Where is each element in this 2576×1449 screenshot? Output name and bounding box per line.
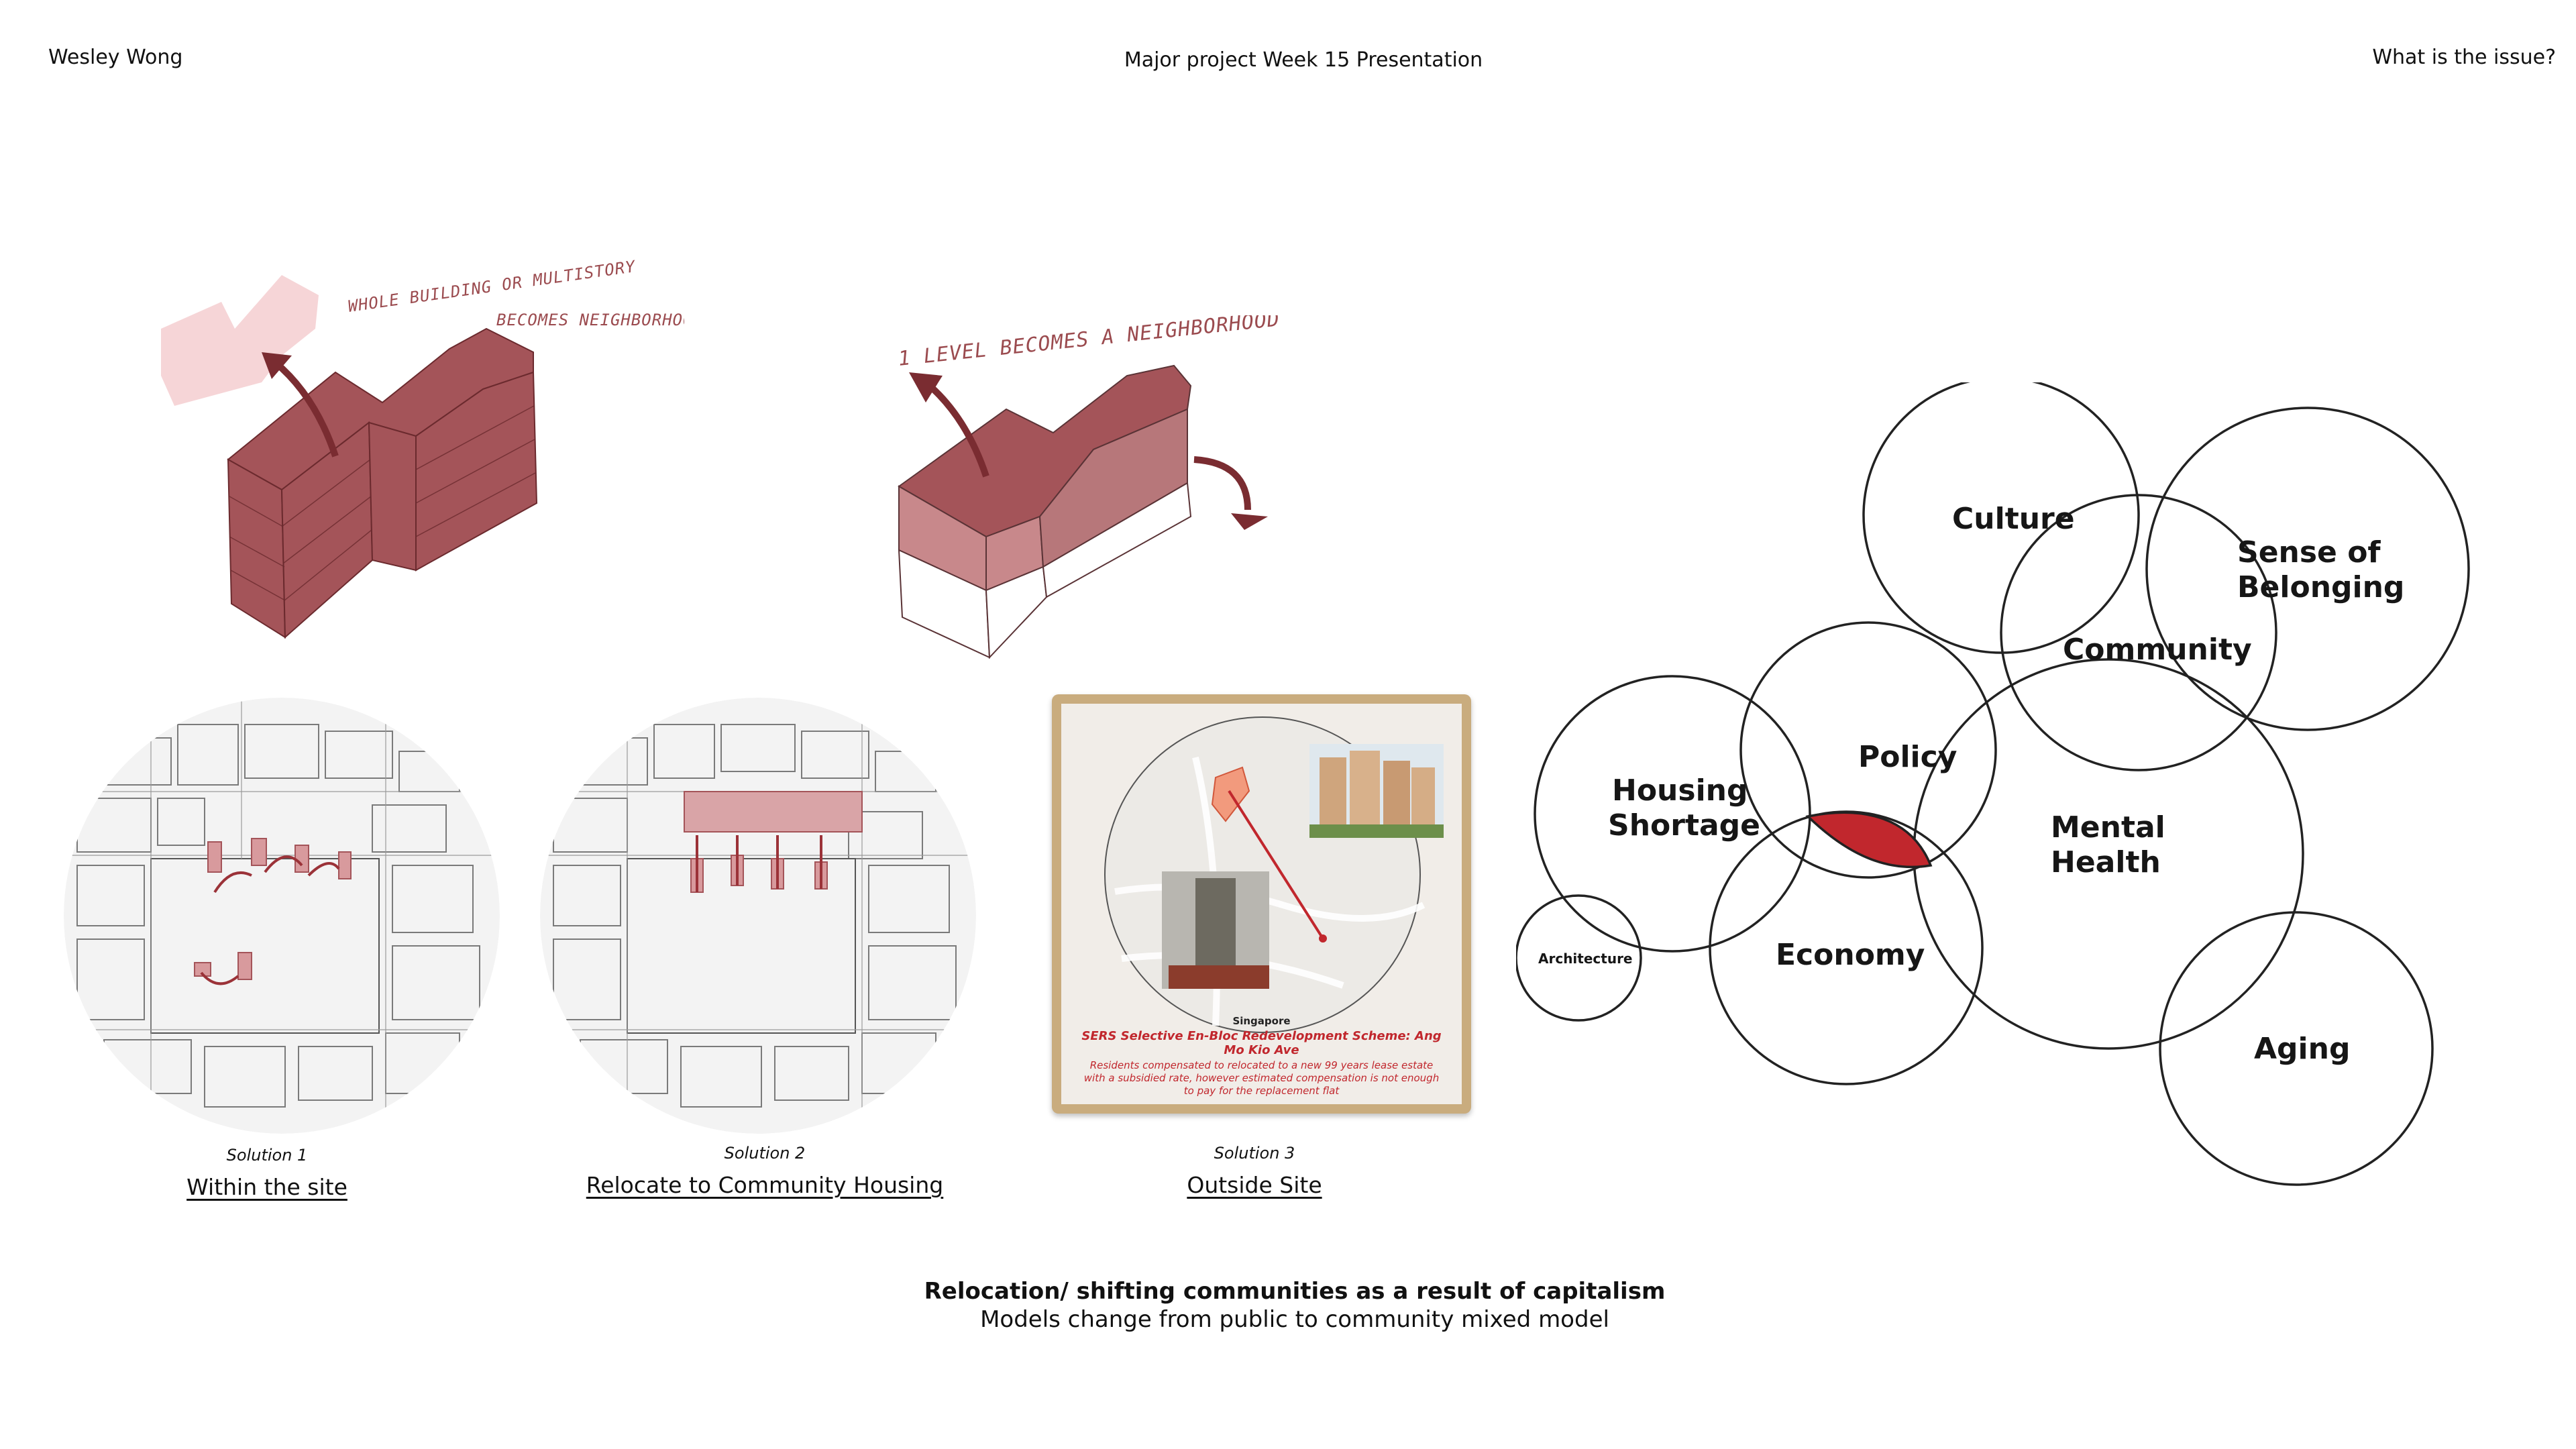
massing-sketch-2: 1 LEVEL BECOMES A NEIGHBORHOOD xyxy=(897,315,1281,659)
massing-sketch-1: WHOLE BUILDING OR MULTISTORY BECOMES NEI… xyxy=(161,257,684,639)
presentation-title: Major project Week 15 Presentation xyxy=(1124,48,1483,72)
label-policy: Policy xyxy=(1858,740,1957,774)
slide-caption: Relocation/ shifting communities as a re… xyxy=(0,1278,2576,1333)
label-mental-health-1: Mental xyxy=(2051,810,2165,845)
label-aging: Aging xyxy=(2254,1032,2350,1066)
circle-architecture xyxy=(1516,894,1642,1022)
solution-2-label: Solution 2 xyxy=(724,1144,806,1163)
label-sense-of-belonging-1: Sense of xyxy=(2237,535,2381,570)
case-study-map xyxy=(1104,716,1444,1033)
author-name: Wesley Wong xyxy=(48,46,183,69)
label-architecture: Architecture xyxy=(1538,951,1633,967)
label-culture: Culture xyxy=(1952,502,2075,536)
sketch-note-1-line-1: WHOLE BUILDING OR MULTISTORY xyxy=(347,257,637,316)
label-housing-shortage-2: Shortage xyxy=(1608,808,1760,843)
solution-2: Solution 2 Relocate to Community Housing xyxy=(530,1144,1000,1198)
label-economy: Economy xyxy=(1776,938,1925,972)
circle-aging xyxy=(2159,911,2434,1186)
new-estate-photo xyxy=(1309,744,1444,838)
label-housing-shortage-1: Housing xyxy=(1612,773,1748,808)
block-front xyxy=(227,458,286,639)
case-country: Singapore xyxy=(1232,1015,1291,1027)
circle-community xyxy=(2000,494,2277,771)
intersection-highlight xyxy=(1805,811,1933,869)
label-sense-of-belonging-2: Belonging xyxy=(2237,570,2404,604)
label-mental-health-2: Health xyxy=(2051,845,2161,879)
caption-main: Relocation/ shifting communities as a re… xyxy=(924,1278,1666,1305)
solution-1-label: Solution 1 xyxy=(226,1146,308,1165)
case-description: Residents compensated to relocated to a … xyxy=(1083,1059,1440,1097)
circle-culture xyxy=(1862,382,2140,654)
caption-sub: Models change from public to community m… xyxy=(980,1306,1609,1333)
sketch-note-2: 1 LEVEL BECOMES A NEIGHBORHOOD xyxy=(897,315,1281,371)
circle-policy xyxy=(1739,621,1997,879)
sketch-note-1-line-2: BECOMES NEIGHBORHOOD xyxy=(496,311,684,329)
old-estate-photo xyxy=(1162,871,1269,989)
solution-3-label: Solution 3 xyxy=(1214,1144,1295,1163)
community-housing-block xyxy=(684,791,863,833)
relocation-line xyxy=(1228,790,1324,940)
arrow-up-left xyxy=(923,380,989,478)
block-side-2 xyxy=(368,421,417,572)
section-title: What is the issue? xyxy=(2372,46,2556,69)
case-study-card: Singapore SERS Selective En-Bloc Redevel… xyxy=(1052,694,1471,1114)
issue-venn-diagram: Culture Sense of Belonging Community Pol… xyxy=(1516,382,2470,1186)
solution-3-title[interactable]: Outside Site xyxy=(1187,1172,1322,1198)
solution-1-title[interactable]: Within the site xyxy=(186,1174,347,1200)
site-plan-solution-1 xyxy=(64,698,500,1134)
solution-3: Solution 3 Outside Site xyxy=(1020,1144,1489,1198)
case-title: SERS Selective En-Bloc Redevelopment Sch… xyxy=(1081,1029,1442,1057)
solution-2-title[interactable]: Relocate to Community Housing xyxy=(586,1172,944,1198)
label-community: Community xyxy=(2063,633,2252,667)
arrow-right xyxy=(1193,456,1251,511)
solution-1: Solution 1 Within the site xyxy=(32,1146,502,1200)
circle-housing-shortage xyxy=(1534,675,1811,953)
circle-sense-of-belonging xyxy=(2145,407,2470,731)
ghost-block xyxy=(161,275,319,406)
arrow-up xyxy=(272,360,339,458)
site-plan-solution-2 xyxy=(540,698,976,1134)
